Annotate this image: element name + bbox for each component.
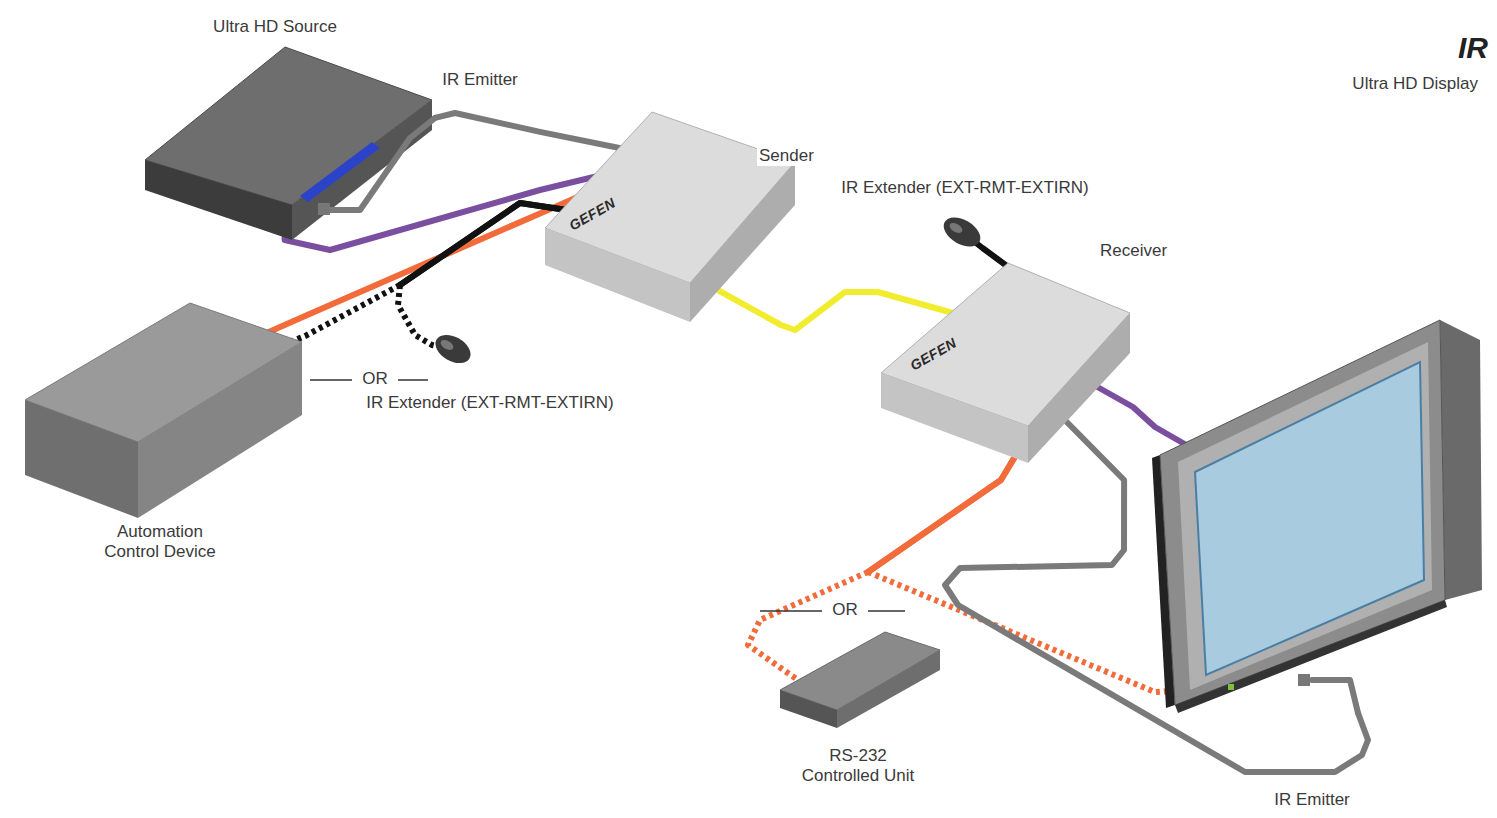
brand-logo: GEFEN bbox=[907, 334, 959, 374]
device-label: IR Extender (EXT-RMT-EXTIRN) bbox=[839, 178, 1090, 198]
automation-controller: Automation Control Device bbox=[20, 300, 305, 520]
sender-side bbox=[690, 162, 795, 322]
device-label: IR Extender (EXT-RMT-EXTIRN) bbox=[364, 393, 615, 413]
or-dash bbox=[760, 610, 822, 612]
source-display-window bbox=[300, 142, 380, 202]
ir-extender-lens bbox=[948, 221, 964, 235]
rs232-unit-front bbox=[780, 690, 837, 728]
or-dash bbox=[310, 379, 352, 381]
ir-extender-lens bbox=[439, 338, 455, 352]
or-dash bbox=[398, 379, 428, 381]
display-bezel bbox=[1178, 342, 1432, 690]
device-label: Ultra HD Display bbox=[1350, 74, 1480, 94]
display-led bbox=[1228, 684, 1234, 690]
device-label: RS-232 Controlled Unit bbox=[795, 746, 921, 787]
ir-emitter-cable bbox=[435, 113, 649, 154]
cable-run bbox=[705, 283, 960, 330]
sender-unit: SenderGEFEN bbox=[540, 100, 800, 325]
display-base bbox=[1175, 600, 1447, 713]
section-heading: IR bbox=[1456, 30, 1490, 66]
ir-emitter-wire bbox=[328, 118, 435, 210]
ir-emitter-head bbox=[318, 203, 330, 215]
ir-extender-bulb bbox=[939, 212, 986, 253]
sender-front bbox=[545, 228, 690, 322]
source-side bbox=[292, 100, 432, 240]
ir-extender-bulb bbox=[431, 329, 476, 369]
cable-run bbox=[1085, 380, 1195, 450]
ir-extender: IR Extender (EXT-RMT-EXTIRN) bbox=[432, 335, 477, 365]
hdmi-cable bbox=[1085, 380, 1195, 450]
or-dash bbox=[868, 610, 905, 612]
device-label: Automation Control Device bbox=[93, 522, 227, 563]
automation-side bbox=[138, 342, 302, 518]
option-label: OR bbox=[830, 600, 860, 620]
receiver-front bbox=[881, 373, 1028, 463]
display-depth bbox=[1440, 320, 1482, 600]
display-device: Ultra HD Display bbox=[1155, 318, 1485, 713]
ir-emitter-wire bbox=[1312, 680, 1358, 713]
rs232-device: RS-232 Controlled Unit bbox=[775, 630, 943, 730]
video-source: Ultra HD Source bbox=[140, 45, 435, 240]
display-frame bbox=[1160, 320, 1445, 705]
optional-cable-run bbox=[290, 285, 400, 342]
device-label: Sender bbox=[757, 146, 816, 166]
automation-front bbox=[25, 400, 138, 518]
device-label: Receiver bbox=[1098, 241, 1169, 261]
part-label: IR Emitter bbox=[440, 70, 520, 90]
cable-run bbox=[435, 113, 649, 154]
part-label: IR Emitter bbox=[1272, 790, 1352, 810]
source-front bbox=[145, 160, 292, 240]
receiver-unit: ReceiverGEFEN bbox=[878, 258, 1133, 480]
ir-emitter-head bbox=[1298, 674, 1310, 686]
brand-logo: GEFEN bbox=[566, 194, 618, 234]
ir-extender: IR Extender (EXT-RMT-EXTIRN) bbox=[935, 216, 985, 248]
rs232-unit-side bbox=[837, 650, 940, 728]
option-label: OR bbox=[360, 369, 390, 389]
device-label: Ultra HD Source bbox=[211, 17, 339, 37]
receiver-side bbox=[1028, 313, 1130, 463]
link-cable bbox=[705, 283, 960, 330]
